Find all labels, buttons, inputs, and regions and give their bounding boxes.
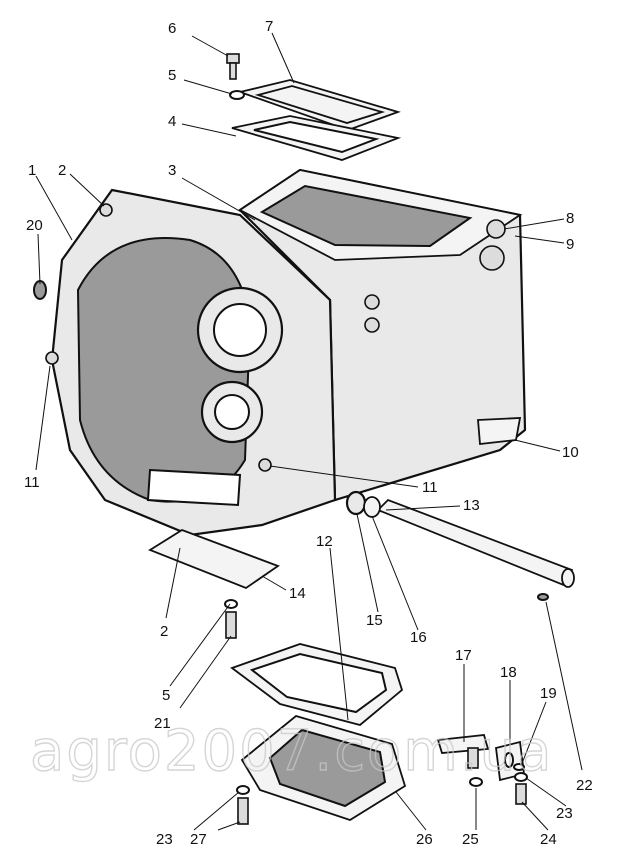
callout-12: 12: [316, 533, 333, 550]
callout-16: 16: [410, 629, 427, 646]
dowel-11-left: [45, 351, 59, 365]
bolt-27: [237, 797, 249, 825]
callout-9: 9: [566, 236, 574, 253]
callout-5: 5: [168, 67, 176, 84]
shaft-group: [345, 490, 575, 601]
dowel-2-top: [99, 203, 113, 217]
callout-10: 10: [562, 444, 579, 461]
callout-13: 13: [463, 497, 480, 514]
boss-side-2: [364, 317, 380, 333]
callout-14: 14: [289, 585, 306, 602]
washer-5-lower: [224, 599, 238, 609]
callout-8: 8: [566, 210, 574, 227]
small-parts-group: [436, 734, 528, 805]
plate-18-hole: [504, 752, 514, 768]
bolt-21: [225, 611, 237, 639]
key-22: [537, 593, 549, 601]
boss-right: [479, 245, 505, 271]
gearbox-housing: [33, 168, 527, 537]
callout-20: 20: [26, 217, 43, 234]
callout-26: 26: [416, 831, 433, 848]
sump-cover-26-ribs: [268, 728, 387, 808]
washer-23-right: [514, 772, 528, 782]
stud-8: [486, 219, 506, 239]
washer-25: [469, 777, 483, 787]
callout-21: 21: [154, 715, 171, 732]
boss-side-1: [364, 294, 380, 310]
watermark-text: agro2007.com.ua: [30, 719, 553, 784]
callout-1: 1: [28, 162, 36, 179]
cover-plate-14: [148, 529, 280, 590]
callout-15: 15: [366, 612, 383, 629]
callout-2-lower: 2: [160, 623, 168, 640]
bearing-bore-upper-inner: [213, 303, 267, 357]
top-gasket-4-opening: [253, 120, 380, 154]
callout-11-left: 11: [24, 474, 40, 491]
leader-lines: [35, 32, 583, 831]
seal-16: [363, 496, 381, 518]
top-cover-group: [226, 53, 402, 161]
gasket-12-opening: [249, 652, 388, 714]
housing-foot-10: [477, 417, 522, 445]
callout-23-left: 23: [156, 831, 173, 848]
bolt-6: [226, 53, 240, 80]
nut-15: [345, 490, 367, 516]
housing-top-opening: [259, 184, 473, 248]
callout-labels: 6 7 5 4 1 2 3 20 8 9 11 10 11 13 12 2 14…: [24, 18, 593, 848]
callout-11-right: 11: [422, 479, 438, 496]
dowel-11-lower: [258, 458, 272, 472]
callout-5-lower: 5: [162, 687, 170, 704]
callout-27: 27: [190, 831, 207, 848]
callout-4: 4: [168, 113, 176, 130]
washer-5-top: [229, 90, 245, 100]
callout-17: 17: [455, 647, 472, 664]
callout-23-right: 23: [556, 805, 573, 822]
washer-23-left: [236, 785, 250, 795]
callout-3: 3: [168, 162, 176, 179]
callout-24: 24: [540, 831, 557, 848]
lower-cover-group: [230, 643, 407, 825]
callout-6: 6: [168, 20, 176, 37]
shaft-13-end: [561, 568, 575, 588]
callout-22: 22: [576, 777, 593, 794]
housing-bottom-window: [146, 468, 242, 507]
top-cover-7-plate: [254, 85, 386, 124]
side-cover-group: [148, 529, 280, 639]
callout-18: 18: [500, 664, 517, 681]
callout-7: 7: [265, 18, 273, 35]
bolt-24: [515, 783, 527, 805]
callout-19: 19: [540, 685, 557, 702]
pin-17: [467, 747, 479, 769]
bearing-bore-lower-inner: [214, 394, 250, 430]
callout-2: 2: [58, 162, 66, 179]
callout-25: 25: [462, 831, 479, 848]
